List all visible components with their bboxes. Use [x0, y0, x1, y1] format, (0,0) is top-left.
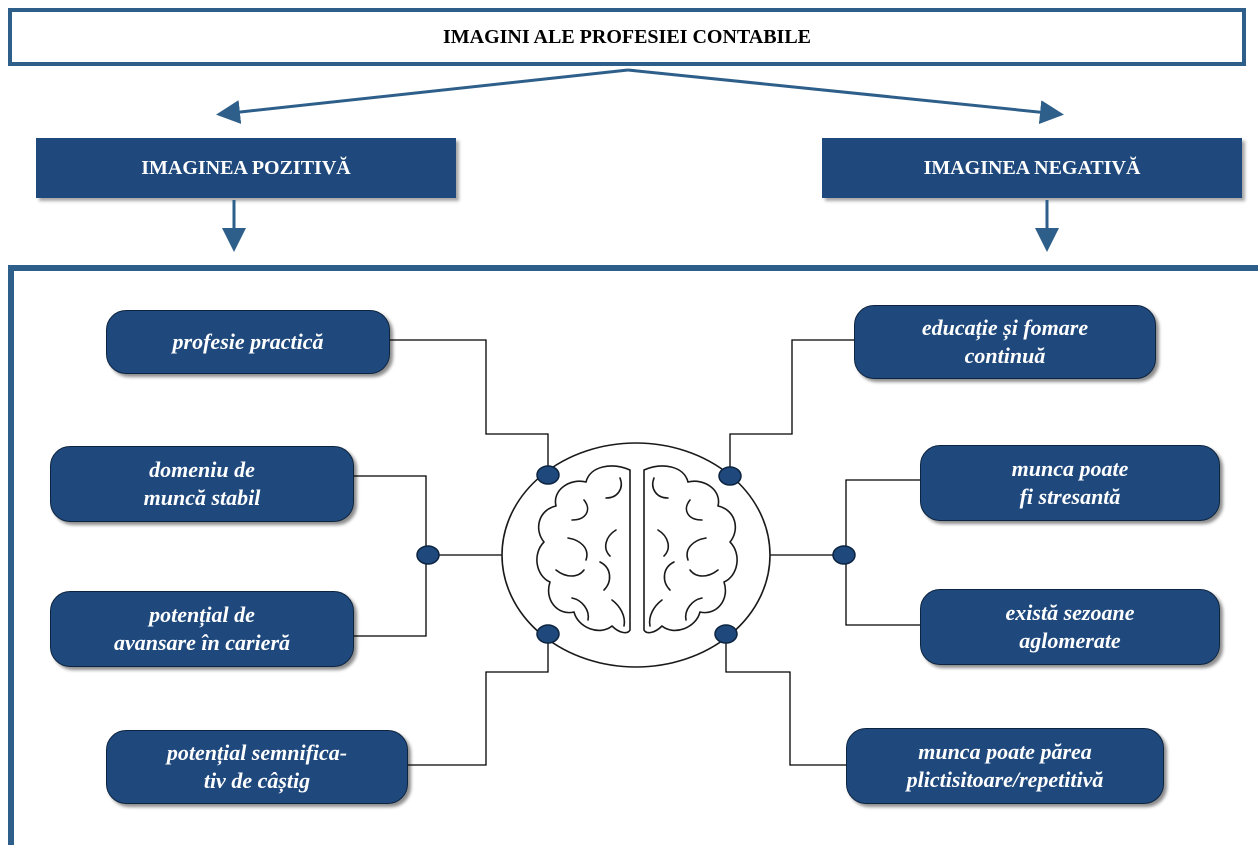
connector-left-4: [400, 634, 549, 766]
connector-left-1: [390, 339, 549, 470]
connector-right-bracket: [845, 479, 922, 626]
negative-item-repetitive: munca poate părea plictisitoare/repetiti…: [846, 728, 1164, 804]
arrow-to-negative: [627, 68, 1064, 125]
connector-right-4: [725, 634, 850, 766]
connector-dot-right-bottom: [714, 624, 738, 644]
connector-dot-left-mid: [416, 545, 440, 565]
positive-image-header: IMAGINEA POZITIVĂ: [36, 138, 456, 198]
negative-item-continuing-education: educație și fomare continuă: [854, 305, 1156, 379]
positive-item-career-advancement: potențial de avansare în carieră: [50, 591, 354, 667]
connector-dot-left-top: [536, 465, 560, 485]
brain-icon: [501, 442, 771, 668]
main-frame: [8, 265, 1258, 845]
positive-item-earning-potential: potențial semnifica- tiv de câștig: [106, 730, 408, 804]
diagram-title: IMAGINI ALE PROFESIEI CONTABILE: [8, 8, 1246, 66]
connector-left-bracket: [350, 475, 427, 637]
negative-item-busy-seasons: există sezoane aglomerate: [920, 589, 1220, 665]
connector-right-1: [729, 339, 856, 474]
connector-lines: [216, 68, 1064, 766]
connector-dot-right-top: [718, 466, 742, 486]
positive-item-stable-field: domeniu de muncă stabil: [50, 446, 354, 522]
arrow-to-positive: [216, 68, 629, 124]
negative-image-header: IMAGINEA NEGATIVĂ: [822, 138, 1242, 198]
connector-dot-left-bottom: [536, 624, 560, 644]
negative-item-stressful: munca poate fi stresantă: [920, 445, 1220, 521]
connector-dot-right-mid: [832, 545, 856, 565]
positive-item-practical-profession: profesie practică: [106, 310, 390, 374]
